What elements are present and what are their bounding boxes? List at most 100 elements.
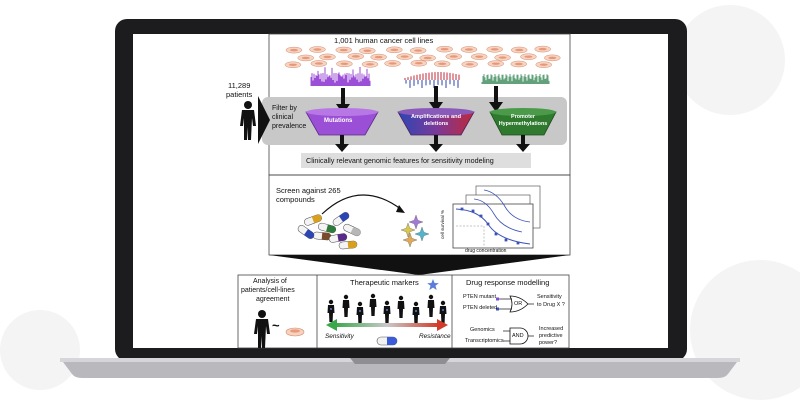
cell-dish-icon (494, 54, 511, 61)
cell-dish-icon (544, 54, 561, 62)
cell-dish-icon (409, 47, 427, 54)
gate2-op: AND (512, 333, 524, 339)
laptop-notch (350, 358, 450, 364)
patients-count: 11,289 (228, 81, 251, 90)
methylation-plot (481, 74, 550, 84)
pill-capsule-icon (376, 336, 398, 346)
screen-arrow-icon (321, 194, 403, 215)
dose-point (504, 238, 508, 242)
pill-capsule-icon (304, 214, 322, 226)
cell-dish-icon (486, 46, 503, 53)
sensitivity-label: Sensitivity (325, 333, 354, 340)
pill-capsule-icon (328, 233, 348, 243)
cell-dish-grid (284, 45, 561, 69)
pill-capsule-icon (332, 212, 350, 226)
human-silhouette-icon (397, 295, 405, 318)
sensitivity-resistance-bar (335, 323, 439, 327)
cell-dish-icon (359, 47, 376, 55)
pill-capsule-icon (338, 240, 358, 250)
bottom-section (237, 274, 570, 349)
filter-text-line1: Filter by (272, 105, 297, 112)
down-arrows-bottom (335, 135, 530, 152)
funnel-amplifications (397, 108, 475, 136)
resistance-arrowhead-icon (437, 319, 448, 331)
gate1-input-1: PTEN mutant (463, 294, 497, 300)
gate1-output-1: Sensitivity (537, 294, 562, 300)
cell-dish-icon (460, 46, 478, 53)
bottom-frame (237, 274, 570, 349)
cell-dish-icon (445, 53, 463, 60)
dose-point (479, 214, 483, 218)
cell-dish-icon (487, 60, 505, 67)
human-silhouette-icon (412, 301, 420, 324)
cell-dish-icon (297, 54, 315, 62)
cell-dish-icon (284, 61, 302, 69)
or-gate-icon (496, 295, 534, 313)
therapeutic-markers-title: Therapeutic markers (350, 278, 419, 287)
cell-dish-icon (396, 53, 413, 60)
screen-text-line2: compounds (276, 195, 315, 204)
gate2-input-1: Genomics (470, 327, 495, 333)
cell-star-icon (400, 222, 416, 238)
cell-dish-icon (384, 60, 401, 67)
cell-lines-title: 1,001 human cancer cell lines (334, 36, 434, 45)
pill-capsules (297, 212, 361, 250)
dose-point (486, 222, 490, 226)
star-icon (427, 279, 439, 290)
copy-number-plot (404, 72, 460, 88)
dose-ylabel: cell survival % (440, 209, 446, 240)
flow-triangle (269, 255, 570, 275)
cell-dish-icon (347, 53, 365, 60)
therapeutic-marker-people (327, 293, 447, 324)
features-box-label: Clinically relevant genomic features for… (306, 156, 494, 165)
cell-dish-icon (386, 46, 403, 54)
pill-capsule-icon (312, 231, 332, 241)
cell-dish-icon (319, 53, 336, 61)
gate1-op: OR (514, 301, 523, 307)
dose-point (516, 241, 520, 245)
cell-dish-icon (520, 53, 537, 60)
funnel-label-amplifications: Amplifications and deletions (410, 114, 462, 127)
cell-dish-icon (285, 327, 305, 337)
cell-dish-icon (335, 46, 353, 54)
cell-stars (400, 214, 430, 248)
cell-dish-icon (470, 53, 488, 60)
and-gate-icon (503, 327, 534, 345)
dose-response-curve-icon (452, 185, 541, 249)
cell-dish-icon (436, 45, 453, 53)
screen-text-line1: Screen against 265 (276, 186, 341, 195)
cell-dish-icon (534, 45, 551, 53)
human-silhouette-icon (254, 310, 270, 348)
cell-dish-icon (535, 61, 553, 68)
cell-dish-icon (361, 61, 379, 68)
gate2-input-2: Transcriptomics (465, 338, 504, 344)
human-silhouette-icon (439, 300, 447, 323)
filter-text-line3: prevalence (272, 123, 307, 130)
gate1-input-2: PTEN deleted (463, 305, 498, 311)
cell-dish-icon (370, 53, 387, 61)
agreement-title-line1: Analysis of (253, 278, 287, 285)
cell-star-icon (408, 214, 424, 230)
cell-star-icon (414, 226, 430, 242)
patients-label: patients (226, 90, 253, 99)
middle-section (268, 174, 571, 256)
dose-point (494, 232, 498, 236)
funnel-mutations (305, 108, 379, 136)
cell-dish-icon (510, 60, 528, 68)
drug-response-title: Drug response modelling (466, 278, 550, 287)
mutation-track-plot (310, 67, 371, 86)
gate2-output-3: power? (539, 340, 558, 346)
gate2-output-2: predictive (539, 333, 563, 339)
cell-star-icon (402, 232, 418, 248)
dose-xlabel: drug concentration (465, 248, 507, 254)
background-decoration (0, 5, 800, 400)
resistance-label: Resistance (419, 333, 451, 340)
cell-dish-icon (309, 46, 326, 53)
laptop-base (60, 358, 740, 378)
dose-point (471, 209, 475, 213)
cell-dish-icon (285, 46, 303, 54)
cell-dish-icon (410, 59, 428, 67)
screen-arrow-head-icon (396, 205, 405, 213)
sensitivity-arrowhead-icon (326, 319, 337, 331)
